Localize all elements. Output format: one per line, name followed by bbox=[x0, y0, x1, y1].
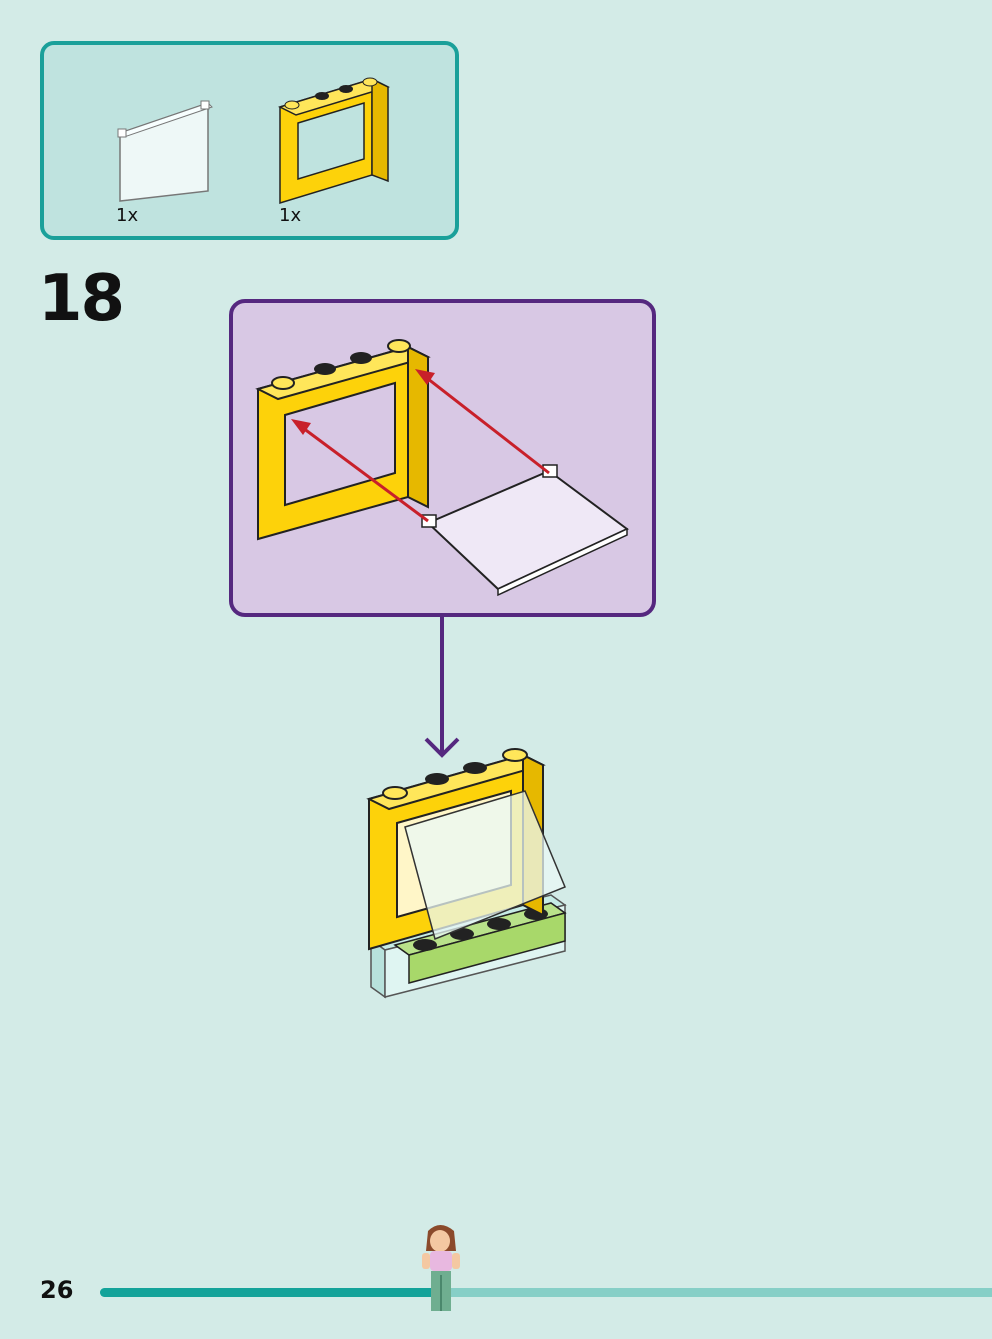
progress-bar-fill bbox=[100, 1288, 439, 1297]
assembled-window-model bbox=[366, 748, 567, 999]
parts-list-box: 1x 1x bbox=[40, 41, 459, 240]
progress-bar bbox=[100, 1288, 992, 1297]
callout-connector-arrow bbox=[424, 615, 460, 758]
page-number: 26 bbox=[40, 1276, 74, 1304]
frame-quantity: 1x bbox=[279, 205, 302, 226]
frame-and-glass-illustration bbox=[255, 339, 629, 597]
window-glass-part-image bbox=[117, 100, 213, 202]
step-number: 18 bbox=[38, 262, 125, 336]
window-frame-part-image bbox=[277, 77, 391, 205]
minifigure-progress-marker bbox=[422, 1225, 460, 1311]
glass-quantity: 1x bbox=[116, 205, 139, 226]
sub-assembly-callout bbox=[229, 299, 656, 617]
